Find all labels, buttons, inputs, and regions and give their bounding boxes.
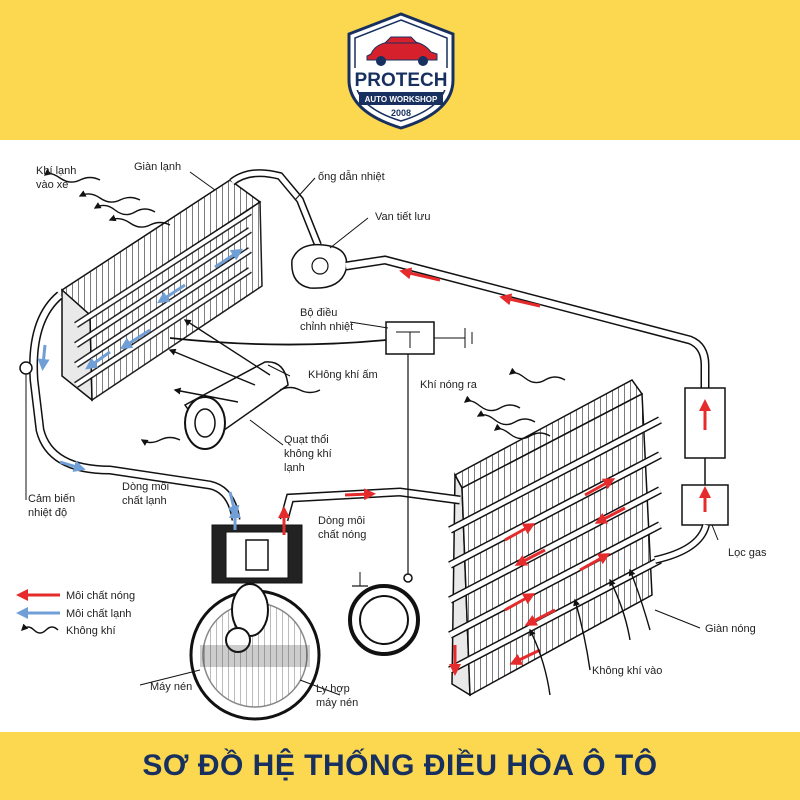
label-compressor: Máy nén	[150, 681, 192, 693]
label-clutch-2: máy nén	[316, 697, 358, 709]
legend-air-label: Không khí	[66, 625, 116, 637]
condenser	[448, 379, 662, 697]
label-temp-sensor-1: Cảm biến	[28, 493, 75, 505]
brand-year: 2008	[391, 108, 411, 118]
label-cold-air-in-2: vào xe	[36, 179, 68, 191]
label-blower-1: Quạt thổi	[284, 434, 329, 446]
label-clutch-1: Ly hợp	[316, 683, 350, 695]
label-evaporator: Giàn lạnh	[134, 161, 181, 173]
footer-band: SƠ ĐỒ HỆ THỐNG ĐIỀU HÒA Ô TÔ	[0, 732, 800, 800]
hot-air-out-arrows	[463, 367, 566, 440]
legend-wave-icon	[21, 623, 59, 634]
outside-air-arrows	[529, 568, 651, 696]
cold-air-arrows	[43, 168, 171, 228]
brand-tagline: AUTO WORKSHOP	[365, 95, 438, 104]
legend-cold-label: Môi chất lạnh	[66, 608, 131, 620]
label-expansion-valve: Van tiết lưu	[375, 211, 430, 223]
label-hot-air-out: Khí nóng ra	[420, 379, 478, 391]
label-thermostat-2: chỉnh nhiệt	[300, 321, 353, 333]
label-condenser: Giàn nóng	[705, 623, 756, 635]
label-warm-air: KHông khí ấm	[308, 369, 378, 381]
label-air-in: Không khí vào	[592, 665, 662, 677]
car-icon	[366, 36, 438, 66]
compressor-clutch	[348, 340, 420, 656]
label-cold-flow-1: Dòng môi	[122, 481, 169, 493]
legend-hot-label: Môi chất nóng	[66, 590, 135, 602]
filter-drier	[681, 387, 729, 526]
warm-air-arrows	[140, 319, 321, 446]
brand-name: PROTECH	[355, 70, 448, 91]
page-title: SƠ ĐỒ HỆ THỐNG ĐIỀU HÒA Ô TÔ	[142, 749, 658, 782]
label-filter: Lọc gas	[728, 547, 767, 559]
label-hot-flow-1: Dòng môi	[318, 515, 365, 527]
label-thermostat-1: Bộ điều	[300, 307, 337, 319]
label-heat-tube: ống dẫn nhiệt	[318, 170, 385, 183]
compressor	[189, 506, 321, 721]
label-blower-3: lạnh	[284, 462, 305, 474]
expansion-valve	[291, 243, 348, 289]
blower-fan	[183, 361, 289, 450]
label-hot-flow-2: chất nóng	[318, 529, 366, 541]
protech-logo: PROTECH AUTO WORKSHOP 2008	[347, 12, 455, 130]
label-cold-flow-2: chất lạnh	[122, 495, 167, 507]
evaporator	[60, 179, 263, 402]
thermostat	[169, 321, 473, 355]
label-cold-air-in-1: Khí lạnh	[36, 165, 76, 177]
label-blower-2: không khí	[284, 448, 332, 460]
ac-system-diagram: Khí lạnh vào xe Giàn lạnh ống dẫn nhiệt …	[15, 161, 767, 721]
temp-sensor	[19, 361, 33, 375]
label-temp-sensor-2: nhiệt độ	[28, 507, 67, 519]
legend: Môi chất nóng Môi chất lạnh Không khí	[15, 589, 135, 637]
